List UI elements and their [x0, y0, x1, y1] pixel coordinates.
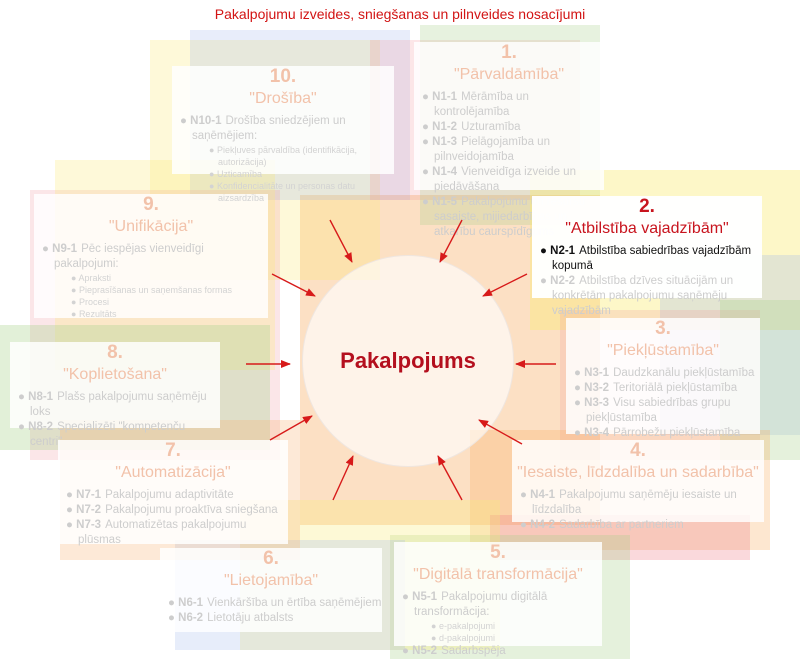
- sub-list-item: ● Konfidencialitāte un personas datu aiz…: [209, 181, 356, 203]
- sub-list-item: ● e-pakalpojumi: [431, 621, 495, 631]
- arrow-from-panel-5: [437, 455, 463, 501]
- panel-number: 1.: [501, 42, 517, 63]
- page-title: Pakalpojumu izveides, sniegšanas un piln…: [214, 6, 586, 22]
- sub-list-item: ● Uzticamība: [209, 169, 262, 179]
- panel-name: "Drošība": [249, 90, 317, 107]
- arrow-from-panel-10: [329, 219, 353, 263]
- panel-number: 5.: [490, 542, 506, 563]
- panel-name: "Lietojamība": [223, 572, 319, 589]
- sub-list-item: ● Rezultāts: [71, 309, 117, 319]
- panel-name: "Unifikācija": [108, 218, 194, 235]
- arrow-from-panel-2: [482, 273, 528, 297]
- panel-4-iesaiste-lidzdaliba-sadarbiba: 4. "Iesaiste, līdzdalība un sadarbība" ●…: [512, 440, 764, 531]
- sub-list-item: ● d-pakalpojumi: [431, 633, 495, 643]
- panel-number: 2.: [639, 196, 655, 217]
- panel-name: "Iesaiste, līdzdalība un sadarbība": [517, 464, 759, 481]
- panel-number: 6.: [263, 548, 279, 569]
- panel-number: 3.: [655, 318, 671, 339]
- panel-name: "Digitālā transformācija": [413, 566, 583, 583]
- sub-list-item: ● Procesi: [71, 297, 109, 307]
- panel-number: 10.: [269, 66, 297, 87]
- arrow-from-panel-9: [271, 273, 316, 297]
- sub-list-item: ● Apraksti: [71, 273, 111, 283]
- panel-name: "Koplietošana": [63, 366, 167, 383]
- arrow-from-panel-4: [478, 419, 523, 445]
- panel-name: "Atbilstība vajadzībām": [565, 220, 729, 237]
- sub-list-item: ● Pieprasīšanas un saņemšanas formas: [71, 285, 233, 295]
- panel-number: 8.: [107, 342, 123, 363]
- arrow-from-panel-7: [269, 415, 313, 441]
- arrow-from-panel-6: [332, 455, 354, 501]
- arrow-from-panel-1: [439, 219, 463, 263]
- panel-number: 9.: [143, 194, 159, 215]
- center-label: Pakalpojums: [340, 348, 476, 373]
- panel-number: 4.: [630, 440, 646, 461]
- sub-list-item: ● Piekļuves pārvaldība (identifikācija, …: [209, 145, 358, 167]
- panel-name: "Automatizācija": [115, 464, 231, 481]
- panel-name: "Piekļūstamība": [607, 342, 719, 359]
- center-circle: Pakalpojums: [302, 255, 514, 467]
- panel-number: 7.: [165, 440, 181, 461]
- panel-name: "Pārvaldāmība": [453, 66, 565, 83]
